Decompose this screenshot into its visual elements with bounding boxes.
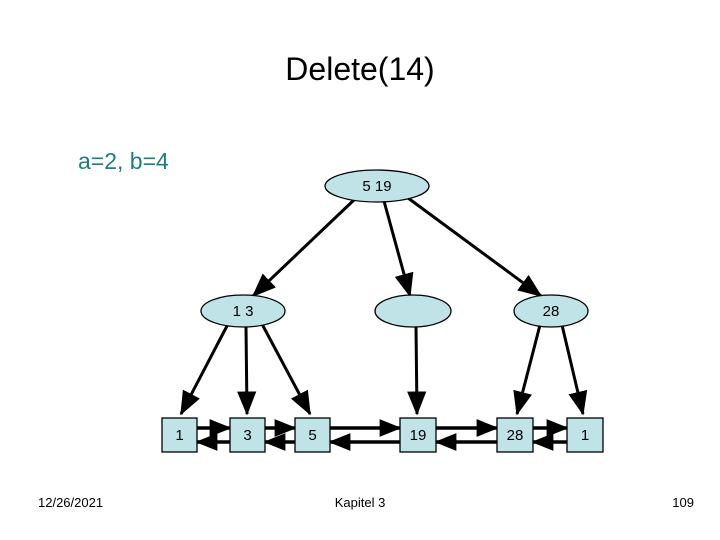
- node-shape-ellipse: [324, 169, 430, 203]
- node-shape-rect: [566, 417, 604, 453]
- tree-edge: [407, 196, 543, 298]
- tree-node-inner-left[interactable]: 1 3: [200, 294, 286, 328]
- node-key-label: 3: [243, 427, 251, 444]
- tree-node-inner-mid[interactable]: [374, 294, 452, 328]
- node-shape-rect: [496, 417, 534, 453]
- tree-edge: [407, 326, 427, 416]
- node-shape-ellipse: [374, 294, 452, 328]
- leaf-link-group: [195, 419, 569, 451]
- tree-node-group: 5 19 1 3 28 1 3 5 19 28 1: [161, 169, 604, 453]
- node-key-label: 19: [410, 427, 427, 444]
- footer-chapter: Kapitel 3: [334, 495, 386, 510]
- tree-node-inner-right[interactable]: 28: [513, 294, 589, 328]
- tree-edge: [251, 197, 357, 298]
- tree-edge: [179, 323, 230, 416]
- tree-edge: [260, 323, 312, 416]
- tree-node-root[interactable]: 5 19: [324, 169, 430, 203]
- tree-node-leaf-2[interactable]: 3: [229, 417, 266, 453]
- tree-node-leaf-3[interactable]: 5: [294, 417, 331, 453]
- node-key-label: 5: [308, 427, 316, 444]
- node-shape-rect: [161, 417, 198, 453]
- node-shape-rect: [294, 417, 331, 453]
- tree-edge: [560, 324, 588, 416]
- tree-edge: [513, 324, 542, 416]
- node-key-label: 28: [507, 427, 524, 444]
- node-key-label: 1: [175, 427, 183, 444]
- footer-page-number: 109: [672, 495, 694, 510]
- tree-node-leaf-1[interactable]: 1: [161, 417, 198, 453]
- tree-edge: [237, 326, 257, 416]
- tree-node-leaf-4[interactable]: 19: [399, 417, 437, 453]
- tree-edge-group: [179, 196, 588, 416]
- node-key-label: 28: [543, 303, 560, 320]
- parameter-annotation: a=2, b=4: [78, 148, 169, 174]
- node-shape-ellipse: [513, 294, 589, 328]
- node-key-label: 5 19: [362, 178, 391, 195]
- node-key-label: 1: [581, 427, 589, 444]
- node-shape-ellipse: [200, 294, 286, 328]
- tree-edge: [382, 200, 414, 298]
- node-shape-rect: [229, 417, 266, 453]
- page-title: Delete(14): [285, 51, 435, 87]
- node-key-label: 1 3: [233, 303, 254, 320]
- tree-node-leaf-6[interactable]: 1: [566, 417, 604, 453]
- node-shape-rect: [399, 417, 437, 453]
- footer-date: 12/26/2021: [38, 495, 104, 510]
- tree-node-leaf-5[interactable]: 28: [496, 417, 534, 453]
